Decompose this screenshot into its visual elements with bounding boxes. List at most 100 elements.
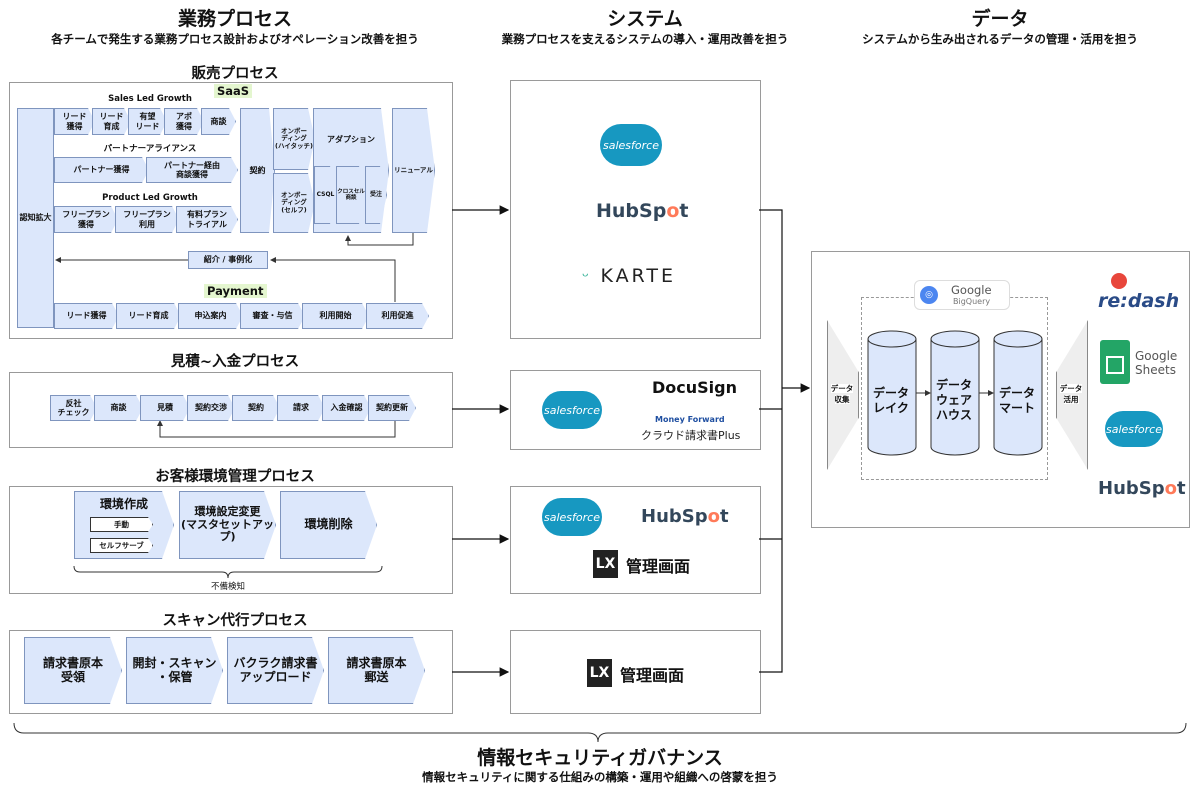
karte-logo: ᵕ KARTE — [582, 265, 676, 287]
salesforce-logo-3: salesforce — [542, 498, 602, 536]
redash-logo: re:dash — [1098, 290, 1180, 312]
manual-option: 手動 — [90, 517, 153, 532]
onboarding-self: オンボー ディング (セルフ) — [273, 173, 315, 233]
pa-step: パートナー獲得 — [54, 157, 149, 183]
system-column-title: システム — [607, 8, 683, 30]
quote-step-label: 見積 — [157, 403, 173, 413]
plg-step: フリープラン 利用 — [115, 206, 179, 233]
slg-step: リード 獲得 — [54, 108, 95, 135]
hubspot-logo-tail: t — [679, 200, 689, 222]
quote-step-label: 契約 — [248, 403, 264, 413]
payment-step-label: 審査・与信 — [252, 311, 293, 321]
hubspot-logo-2-tail: t — [720, 506, 729, 527]
scan-step: 開封・スキャン ・保管 — [126, 637, 223, 704]
slg-step-label: リード 獲得 — [62, 112, 87, 131]
dwh-text: データ ウェア ハウス — [935, 378, 972, 422]
payment-step: リード獲得 — [54, 303, 119, 329]
payment-step: 利用開始 — [302, 303, 369, 329]
env-create-label: 環境作成 — [99, 497, 148, 511]
data-column-title: データ — [971, 8, 1029, 30]
sales-process-title: 販売プロセス — [191, 66, 279, 82]
cross-sell-label: クロスセル 商談 — [337, 188, 365, 201]
data-lake-text: データ レイク — [872, 386, 909, 415]
sales-system-panel — [510, 80, 761, 339]
pa-step: パートナー経由 商談獲得 — [146, 157, 238, 183]
quote-process-title: 見積~入金プロセス — [170, 354, 300, 370]
salesforce-logo: salesforce — [600, 124, 662, 166]
hubspot-logo-3: HubSpot — [1098, 478, 1186, 499]
scan-step-label: 請求書原本 受領 — [42, 655, 103, 684]
self-serve-label: セルフサーブ — [99, 541, 144, 550]
payment-label: Payment — [204, 284, 267, 298]
scan-step-label: バクラク請求書 アップロード — [233, 655, 318, 684]
csql-step: CSQL — [314, 166, 337, 224]
quote-step: 契約更新 — [368, 395, 416, 421]
business-column-subtitle: 各チームで発生する業務プロセス設計およびオペレーション改善を担う — [51, 32, 419, 46]
footer-title: 情報セキュリティガバナンス — [477, 747, 723, 769]
google-sheets-label-sheets: Sheets — [1135, 363, 1176, 377]
env-setting-step: 環境設定変更 (マスタセットアップ) — [179, 491, 276, 559]
plg-step-label: 有料プラン トライアル — [187, 210, 227, 229]
quote-step: 商談 — [94, 395, 143, 421]
defect-bracket — [73, 565, 383, 579]
data-lake-label: データ レイク — [866, 386, 916, 416]
data-mart-label: データ マート — [992, 386, 1042, 416]
bigquery-badge: ◎ Google BigQuery — [914, 280, 1010, 310]
system-column-subtitle: 業務プロセスを支えるシステムの導入・運用改善を担う — [501, 32, 789, 46]
slg-step: アポ 獲得 — [164, 108, 204, 135]
data-lake-cylinder — [867, 330, 917, 456]
quote-step-label: 商談 — [110, 403, 127, 413]
google-sheets-icon — [1100, 340, 1130, 384]
salesforce-logo-4: salesforce — [1105, 411, 1163, 447]
order-step: 受注 — [365, 166, 387, 224]
quote-step: 請求 — [277, 395, 325, 421]
redash-icon — [1111, 273, 1127, 289]
scan-step: 請求書原本 郵送 — [328, 637, 425, 704]
scan-step: バクラク請求書 アップロード — [227, 637, 324, 704]
slg-label: Sales Led Growth — [108, 94, 192, 104]
hubspot-logo-2-mark: o — [707, 506, 720, 527]
plg-step: 有料プラン トライアル — [176, 206, 238, 233]
hubspot-logo-3-mark: o — [1164, 478, 1177, 499]
sheets-grid-icon — [1106, 356, 1124, 374]
data-mart-cylinder — [993, 330, 1043, 456]
hubspot-logo-2: HubSpot — [641, 506, 729, 527]
pa-label: パートナーアライアンス — [103, 144, 197, 154]
cross-sell-step: クロスセル 商談 — [336, 166, 366, 224]
data-mart-text: データ マート — [998, 386, 1035, 415]
hubspot-logo-2-text: HubSp — [641, 506, 708, 527]
quote-loop — [157, 416, 396, 438]
hubspot-logo-3-text: HubSp — [1098, 478, 1165, 499]
slg-step: リード 育成 — [92, 108, 131, 135]
footer-subtitle: 情報セキュリティに関する仕組みの構築・運用や組織への啓蒙を担う — [422, 770, 778, 784]
slg-step-label: リード 育成 — [99, 112, 124, 131]
payment-step-label: 利用開始 — [319, 311, 352, 321]
env-delete-step: 環境削除 — [280, 491, 377, 559]
contract-label: 契約 — [249, 165, 266, 175]
quote-step-label: 契約交渉 — [195, 403, 227, 413]
env-process-title: お客様環境管理プロセス — [155, 469, 315, 485]
plg-step-label: フリープラン 利用 — [123, 210, 171, 229]
karte-logo-text: KARTE — [600, 265, 676, 287]
hubspot-logo-mark: o — [666, 200, 680, 222]
pa-step-label: パートナー経由 商談獲得 — [164, 160, 220, 179]
scan-step-label: 開封・スキャン ・保管 — [132, 655, 217, 684]
payment-step: 審査・与信 — [240, 303, 305, 329]
quote-step: 契約交渉 — [187, 395, 235, 421]
slg-step-label: アポ 獲得 — [176, 112, 192, 131]
onboarding-hightouch: オンボー ディング (ハイタッチ) — [273, 108, 315, 170]
quote-step-label: 契約更新 — [376, 403, 408, 413]
env-delete-label: 環境削除 — [304, 517, 353, 532]
payment-step: 利用促進 — [366, 303, 429, 329]
env-setting-label: 環境設定変更 (マスタセットアップ) — [180, 505, 275, 544]
payment-step-label: リード育成 — [128, 311, 169, 321]
saas-label: SaaS — [214, 84, 253, 98]
google-sheets-label-google: Google — [1135, 349, 1178, 363]
quote-step-label: 入金確認 — [330, 403, 363, 413]
defect-label: 不備検知 — [210, 582, 245, 592]
awareness-label: 認知拡大 — [19, 213, 52, 223]
onboarding-hightouch-label: オンボー ディング (ハイタッチ) — [274, 126, 314, 150]
scan-step: 請求書原本 受領 — [24, 637, 122, 704]
slg-step-label: 有望 リード — [135, 112, 160, 131]
plg-step-label: フリープラン 獲得 — [62, 210, 110, 229]
